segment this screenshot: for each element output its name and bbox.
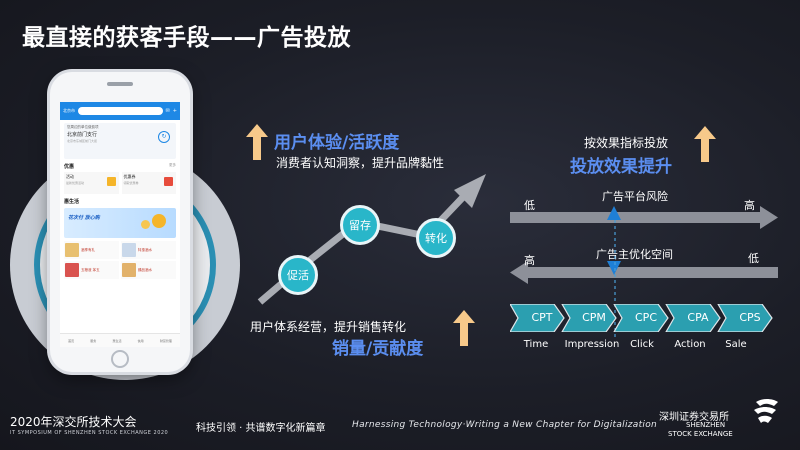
optimize-high-label: 高 — [524, 254, 535, 267]
chevron-label-sale: Sale — [725, 339, 747, 350]
section-offers-more[interactable]: 更多 — [169, 163, 176, 167]
event-name-en: IT SYMPOSIUM OF SHENZHEN STOCK EXCHANGE … — [10, 430, 169, 436]
pricing-chevrons — [510, 304, 773, 332]
slide-title: 最直接的获客手段——广告投放 — [22, 25, 351, 51]
branch-card[interactable]: 您周边的单位缴费项 北京前门支行 北京市东城区前门大街 ↻ — [64, 123, 176, 159]
promo-coupon-title: 优惠券 — [123, 174, 136, 179]
risk-marker-icon — [607, 206, 621, 220]
product-image — [65, 263, 79, 277]
star-icon — [106, 177, 116, 186]
tab-home[interactable]: 首页 — [68, 338, 75, 343]
effect-subtext: 按效果指标投放 — [584, 136, 669, 150]
chevron-label-impression: Impression — [564, 339, 620, 350]
goods-item-label: 臻品酒水 — [138, 267, 152, 272]
chevron-cpm: CPM — [582, 311, 606, 324]
risk-low-label: 低 — [524, 199, 535, 212]
coin-icon — [152, 214, 166, 228]
promo-activity-sub: 最新优惠活动 — [66, 181, 85, 185]
phone-home-button — [111, 350, 129, 368]
tab-service[interactable]: 服务 — [90, 338, 97, 343]
product-image — [65, 243, 79, 257]
section-life-title: 惠生活 — [64, 199, 80, 205]
phone-screen: 北京市 ✉ + 您周边的单位缴费项 北京前门支行 北京市东城区前门大街 ↻ 优惠… — [60, 102, 180, 347]
coin-icon-small — [141, 220, 150, 229]
node-activation: 促活 — [278, 255, 318, 295]
ux-subtext: 消费者认知洞察，提升品牌黏性 — [276, 156, 445, 170]
org-name-en2: STOCK EXCHANGE — [668, 430, 733, 438]
app-city[interactable]: 北京市 — [63, 108, 75, 113]
goods-item[interactable]: 五粮液 茅五 — [64, 261, 119, 279]
product-image — [122, 243, 136, 257]
section-offers-title: 优惠 更多 — [64, 163, 176, 170]
effect-heading: 投放效果提升 — [570, 157, 672, 177]
chevron-cpt: CPT — [531, 311, 553, 324]
goods-item[interactable]: 臻品酒水 — [121, 261, 176, 279]
app-search-input[interactable] — [78, 107, 163, 115]
up-arrow-icon — [694, 126, 716, 162]
risk-bar-arrow — [510, 206, 778, 229]
promo-row: 活动 最新优惠活动 优惠券 领取优惠券 — [64, 172, 176, 194]
ops-subtext: 用户体系经营，提升销售转化 — [250, 320, 407, 334]
promo-coupon-sub: 领取优惠券 — [123, 181, 139, 185]
slogan-en: Harnessing Technology·Writing a New Chap… — [352, 420, 658, 430]
ux-heading: 用户体验/活跃度 — [274, 133, 400, 153]
optimize-bar-arrow — [510, 261, 778, 284]
risk-high-label: 高 — [744, 199, 755, 212]
chevron-cps: CPS — [739, 311, 761, 324]
promo-banner[interactable]: 花次付 放心购 — [64, 208, 176, 238]
event-name: 2020年深交所技术大会 — [10, 415, 137, 429]
promo-activity-title: 活动 — [66, 174, 74, 179]
optimize-marker-icon — [607, 261, 621, 275]
card-line3: 北京市东城区前门大街 — [67, 139, 98, 143]
org-name-en1: SHENZHEN — [686, 421, 726, 429]
card-line2: 北京前门支行 — [67, 132, 98, 138]
plus-icon[interactable]: + — [172, 108, 177, 114]
optimize-low-label: 低 — [748, 252, 759, 265]
banner-text: 花次付 放心购 — [68, 215, 100, 221]
tab-credit[interactable]: 信用 — [137, 338, 144, 343]
tab-wealth[interactable]: 财富管理 — [159, 338, 172, 343]
node-conversion: 转化 — [416, 218, 456, 258]
phone-speaker — [107, 82, 133, 86]
promo-coupon[interactable]: 优惠券 领取优惠券 — [121, 172, 176, 194]
up-arrow-icon — [246, 124, 268, 160]
chevron-cpc: CPC — [635, 311, 657, 324]
chevron-label-time: Time — [523, 339, 549, 350]
goods-item-label: 特惠酒水 — [138, 247, 152, 252]
goods-item[interactable]: 特惠酒水 — [121, 241, 176, 259]
chevron-cpa: CPA — [687, 311, 709, 324]
goods-grid: 酒享有礼 特惠酒水 五粮液 茅五 臻品酒水 — [64, 241, 176, 279]
optimize-title: 广告主优化空间 — [596, 248, 673, 261]
szse-logo-icon — [754, 399, 778, 423]
chevron-label-click: Click — [630, 339, 654, 350]
goods-item-label: 五粮液 茅五 — [81, 267, 100, 272]
app-top-bar: 北京市 ✉ + — [60, 102, 180, 120]
coupon-icon — [164, 177, 173, 186]
risk-title: 广告平台风险 — [602, 190, 668, 203]
dashed-divider — [614, 220, 616, 340]
location-icon: ↻ — [158, 131, 170, 143]
card-line1: 您周边的单位缴费项 — [67, 125, 99, 129]
sales-heading: 销量/贡献度 — [332, 339, 424, 359]
section-offers-label: 优惠 — [64, 164, 75, 170]
node-retention: 留存 — [340, 205, 380, 245]
tab-life[interactable]: 惠生活 — [112, 338, 122, 343]
message-icon[interactable]: ✉ — [165, 108, 170, 114]
phone-mockup: 北京市 ✉ + 您周边的单位缴费项 北京前门支行 北京市东城区前门大街 ↻ 优惠… — [50, 72, 190, 372]
app-tab-bar: 首页 服务 惠生活 信用 财富管理 — [60, 333, 180, 347]
chevron-label-action: Action — [674, 339, 706, 350]
slogan-cn: 科技引领 · 共谱数字化新篇章 — [196, 423, 326, 434]
goods-item[interactable]: 酒享有礼 — [64, 241, 119, 259]
promo-activity[interactable]: 活动 最新优惠活动 — [64, 172, 119, 194]
product-image — [122, 263, 136, 277]
goods-item-label: 酒享有礼 — [81, 247, 95, 252]
up-arrow-icon — [453, 310, 475, 346]
org-name-cn: 深圳证券交易所 — [659, 412, 729, 423]
